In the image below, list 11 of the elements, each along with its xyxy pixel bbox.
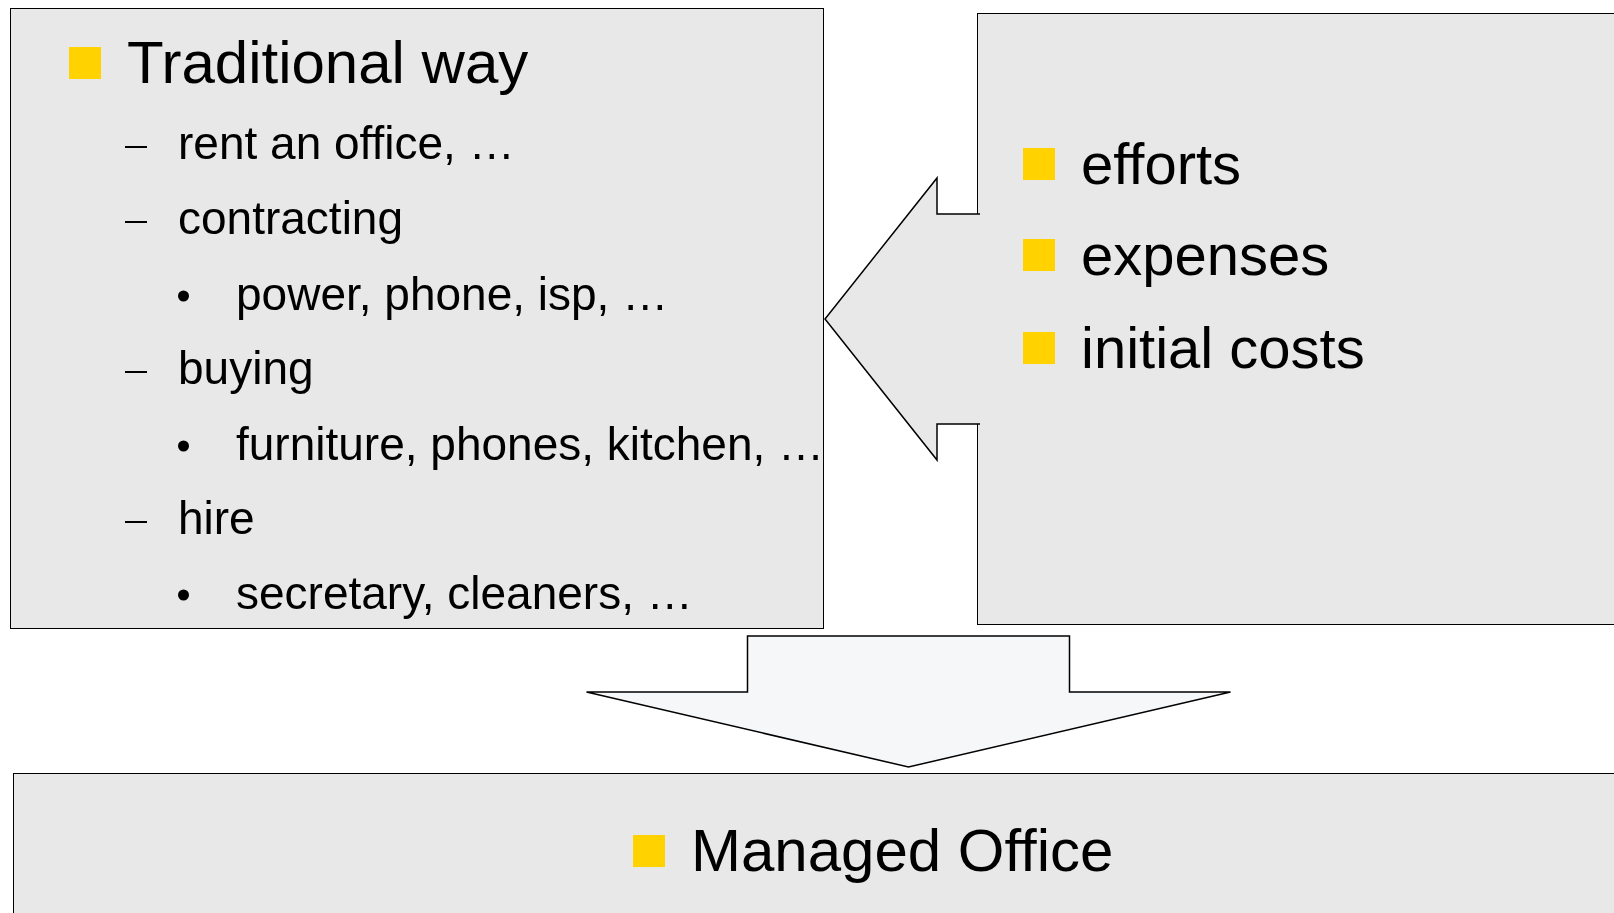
block-arrow — [585, 635, 1232, 768]
list-item: Managed Office — [691, 821, 1114, 881]
list-panel — [10, 8, 824, 629]
list-item: initial costs — [1081, 319, 1365, 377]
list-item: rent an office, … — [178, 120, 515, 166]
result-panel — [13, 773, 1614, 913]
list-item: efforts — [1081, 135, 1242, 193]
list-panel — [977, 13, 1614, 625]
list-item: hire — [178, 495, 255, 541]
list-heading: Traditional way — [127, 33, 529, 93]
callout-arrow — [824, 175, 981, 463]
